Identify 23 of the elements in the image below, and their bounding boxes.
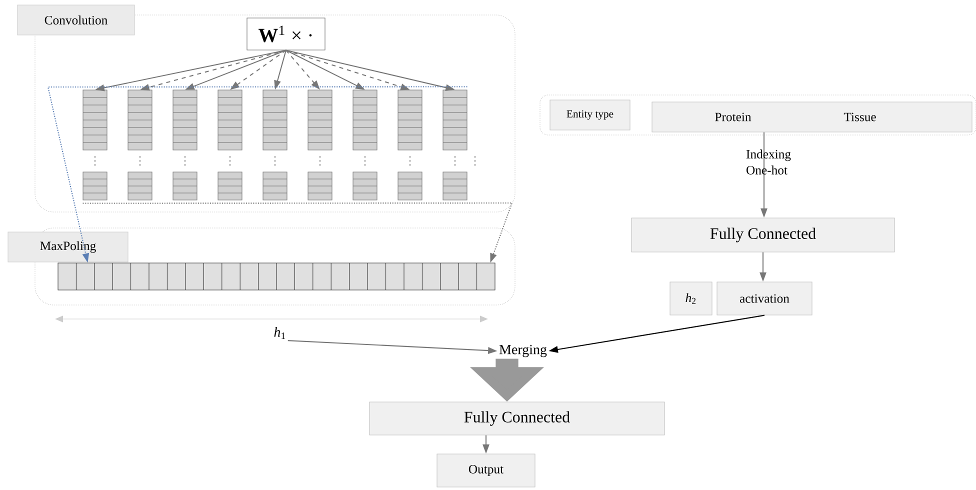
feature-column — [82, 90, 108, 200]
label-box: h$_{2}$ — [670, 282, 712, 316]
feature-column — [262, 90, 288, 200]
layer-box: Fully Connected — [631, 218, 895, 252]
input-panel — [540, 94, 976, 136]
label-box: Entity type — [550, 100, 630, 130]
layer-box: Output — [436, 454, 536, 488]
layer-box: activation — [716, 282, 812, 316]
text-label: h$_{1}$ — [274, 327, 286, 339]
weight-box: W$^{1}$ × · — [246, 18, 326, 50]
feature-column — [442, 90, 476, 200]
edge-label: Indexing One-hot — [746, 150, 791, 174]
panel: MaxPoling — [8, 228, 516, 306]
feature-column — [352, 90, 378, 200]
feature-column — [128, 90, 152, 200]
feature-column — [172, 90, 198, 200]
feature-column — [308, 90, 332, 200]
feature-column — [398, 90, 422, 200]
entity-box: Protein Tissue — [652, 102, 972, 132]
feature-column — [218, 90, 242, 200]
pooled-vector — [58, 262, 496, 290]
layer-box: Fully Connected — [369, 402, 665, 436]
text-label: Merging — [499, 344, 547, 358]
